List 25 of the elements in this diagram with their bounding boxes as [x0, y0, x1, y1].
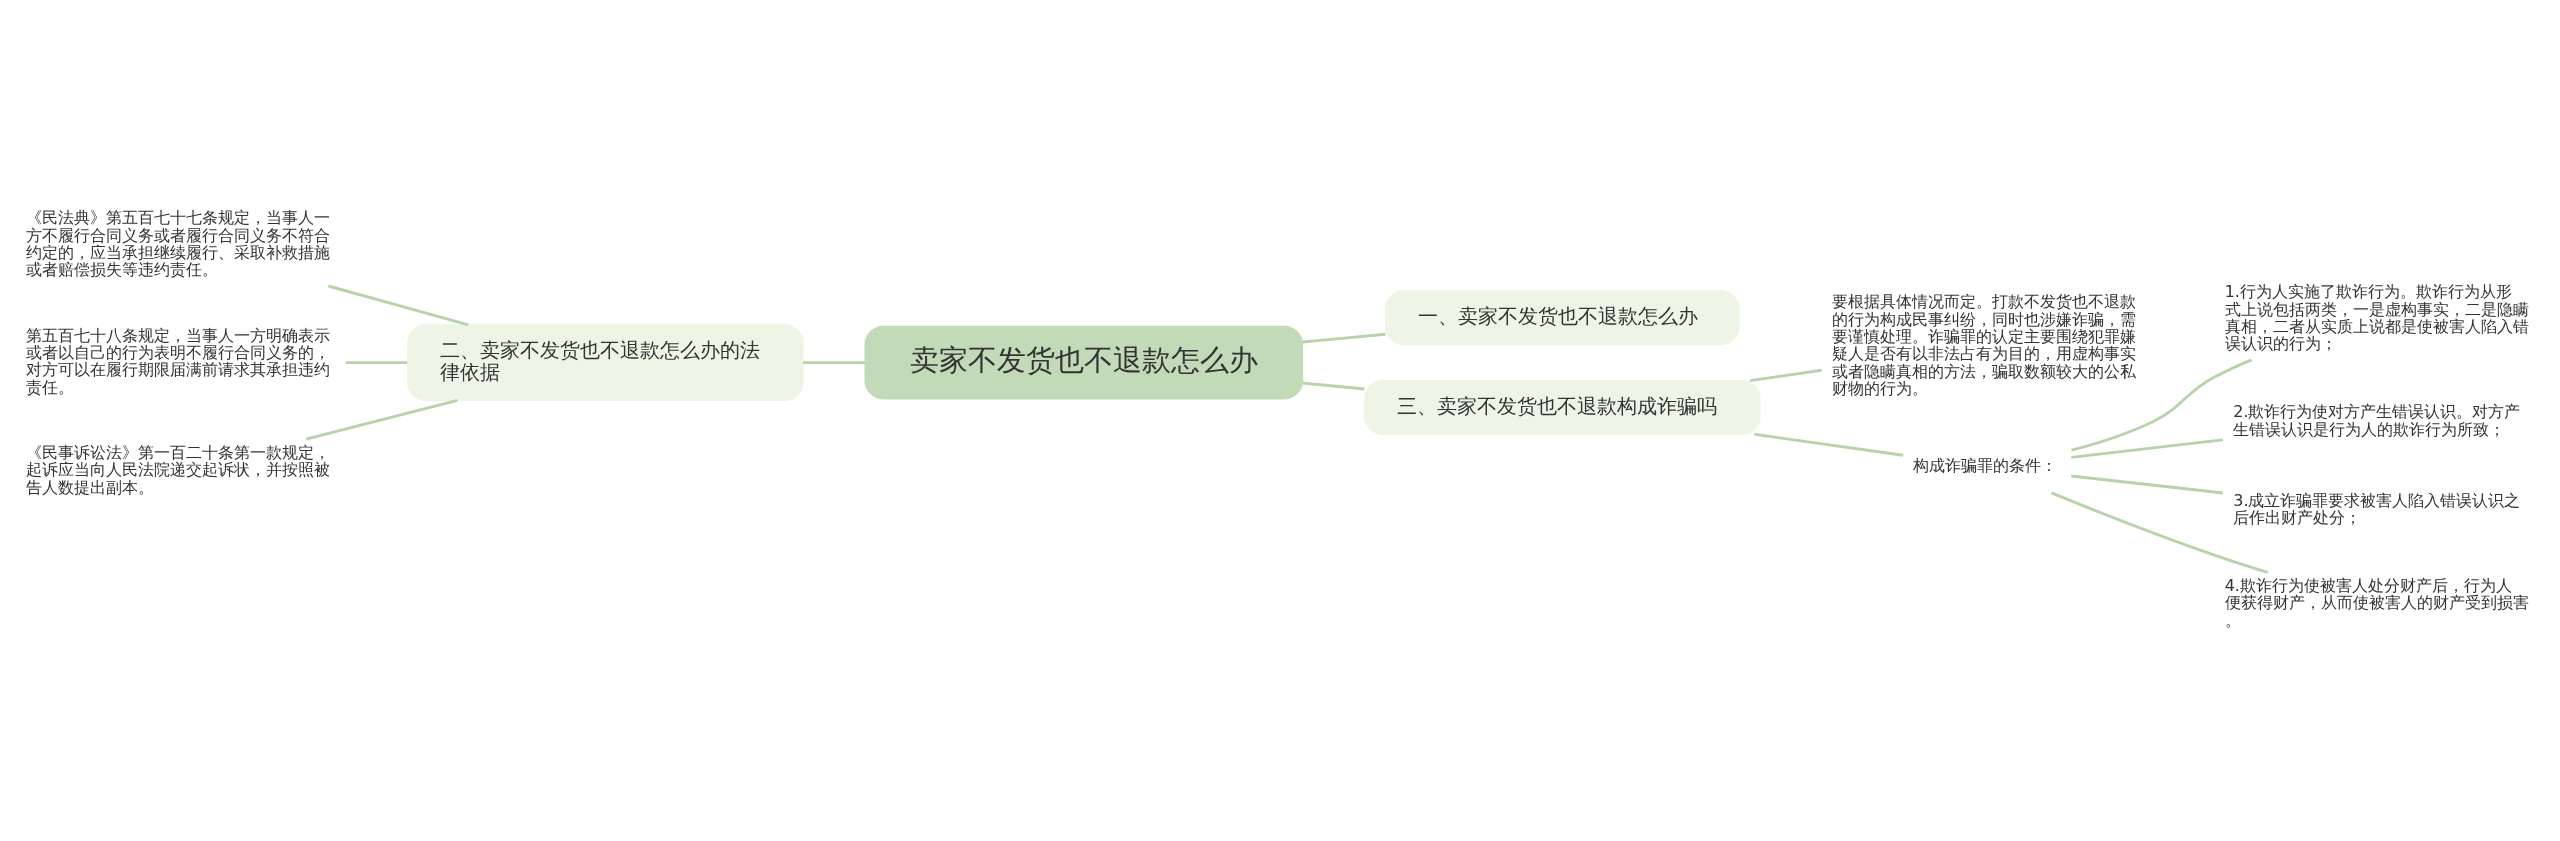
node-text: 3.成立诈骗罪要求被害人陷入错误认识之后作出财产处分； [2233, 490, 2521, 527]
node-text: 要根据具体情况而定。打款不发货也不退款的行为构成民事纠纷，同时也涉嫌诈骗，需要谨慎处理。诈骗罪的认定主要围绕犯罪嫌疑人是否有以非法占有为目的，用虚构事实或者隐瞒真相的方法，骗取数额较大的公私财物的行为。 [1832, 292, 2137, 399]
connector [305, 398, 458, 441]
node-text: 《民事诉讼法》第一百二十条第一款规定，起诉应当向人民法院递交起诉状，并按照被告人数提出副本。 [25, 442, 330, 497]
node-text: 第五百七十八条规定，当事人一方明确表示或者以自己的行为表明不履行合同义务的，对方可以在履行期限届满前请求其承担违约责任。 [25, 325, 330, 397]
node-box: 三、卖家不发货也不退款构成诈骗吗 [1363, 379, 1761, 435]
connector [345, 361, 408, 365]
connector [1754, 432, 1904, 457]
connector [1302, 381, 1365, 391]
connector [1749, 368, 1822, 383]
node-box: 二、卖家不发货也不退款怎么办的法律依据 [407, 324, 804, 401]
node-text: 《民法典》第五百七十七条规定，当事人一方不履行合同义务或者履行合同义务不符合约定的，应当承担继续履行、采取补救措施或者赔偿损失等违约责任。 [25, 208, 330, 280]
node-text: 4.欺诈行为使被害人处分财产后，行为人便获得财产，从而使被害人的财产受到损害。 [2224, 576, 2529, 630]
node-text: 1.行为人实施了欺诈行为。欺诈行为从形式上说包括两类，一是虚构事实，二是隐瞒真相，二者从实质上说都是使被害人陷入错误认识的行为； [2224, 282, 2529, 354]
connector [2071, 438, 2224, 459]
connector [327, 284, 469, 327]
connector [1302, 332, 1386, 344]
connector [2050, 491, 2269, 574]
connector [803, 361, 866, 365]
node-box: 一、卖家不发货也不退款怎么办 [1384, 290, 1740, 346]
node-text: 构成诈骗罪的条件： [1913, 455, 2058, 475]
connector [2071, 474, 2224, 495]
node-text: 2.欺诈行为使对方产生错误认识。对方产生错误认识是行为人的欺诈行为所致； [2233, 402, 2521, 439]
connector [2071, 358, 2253, 452]
node-box: 卖家不发货也不退款怎么办 [864, 325, 1304, 400]
